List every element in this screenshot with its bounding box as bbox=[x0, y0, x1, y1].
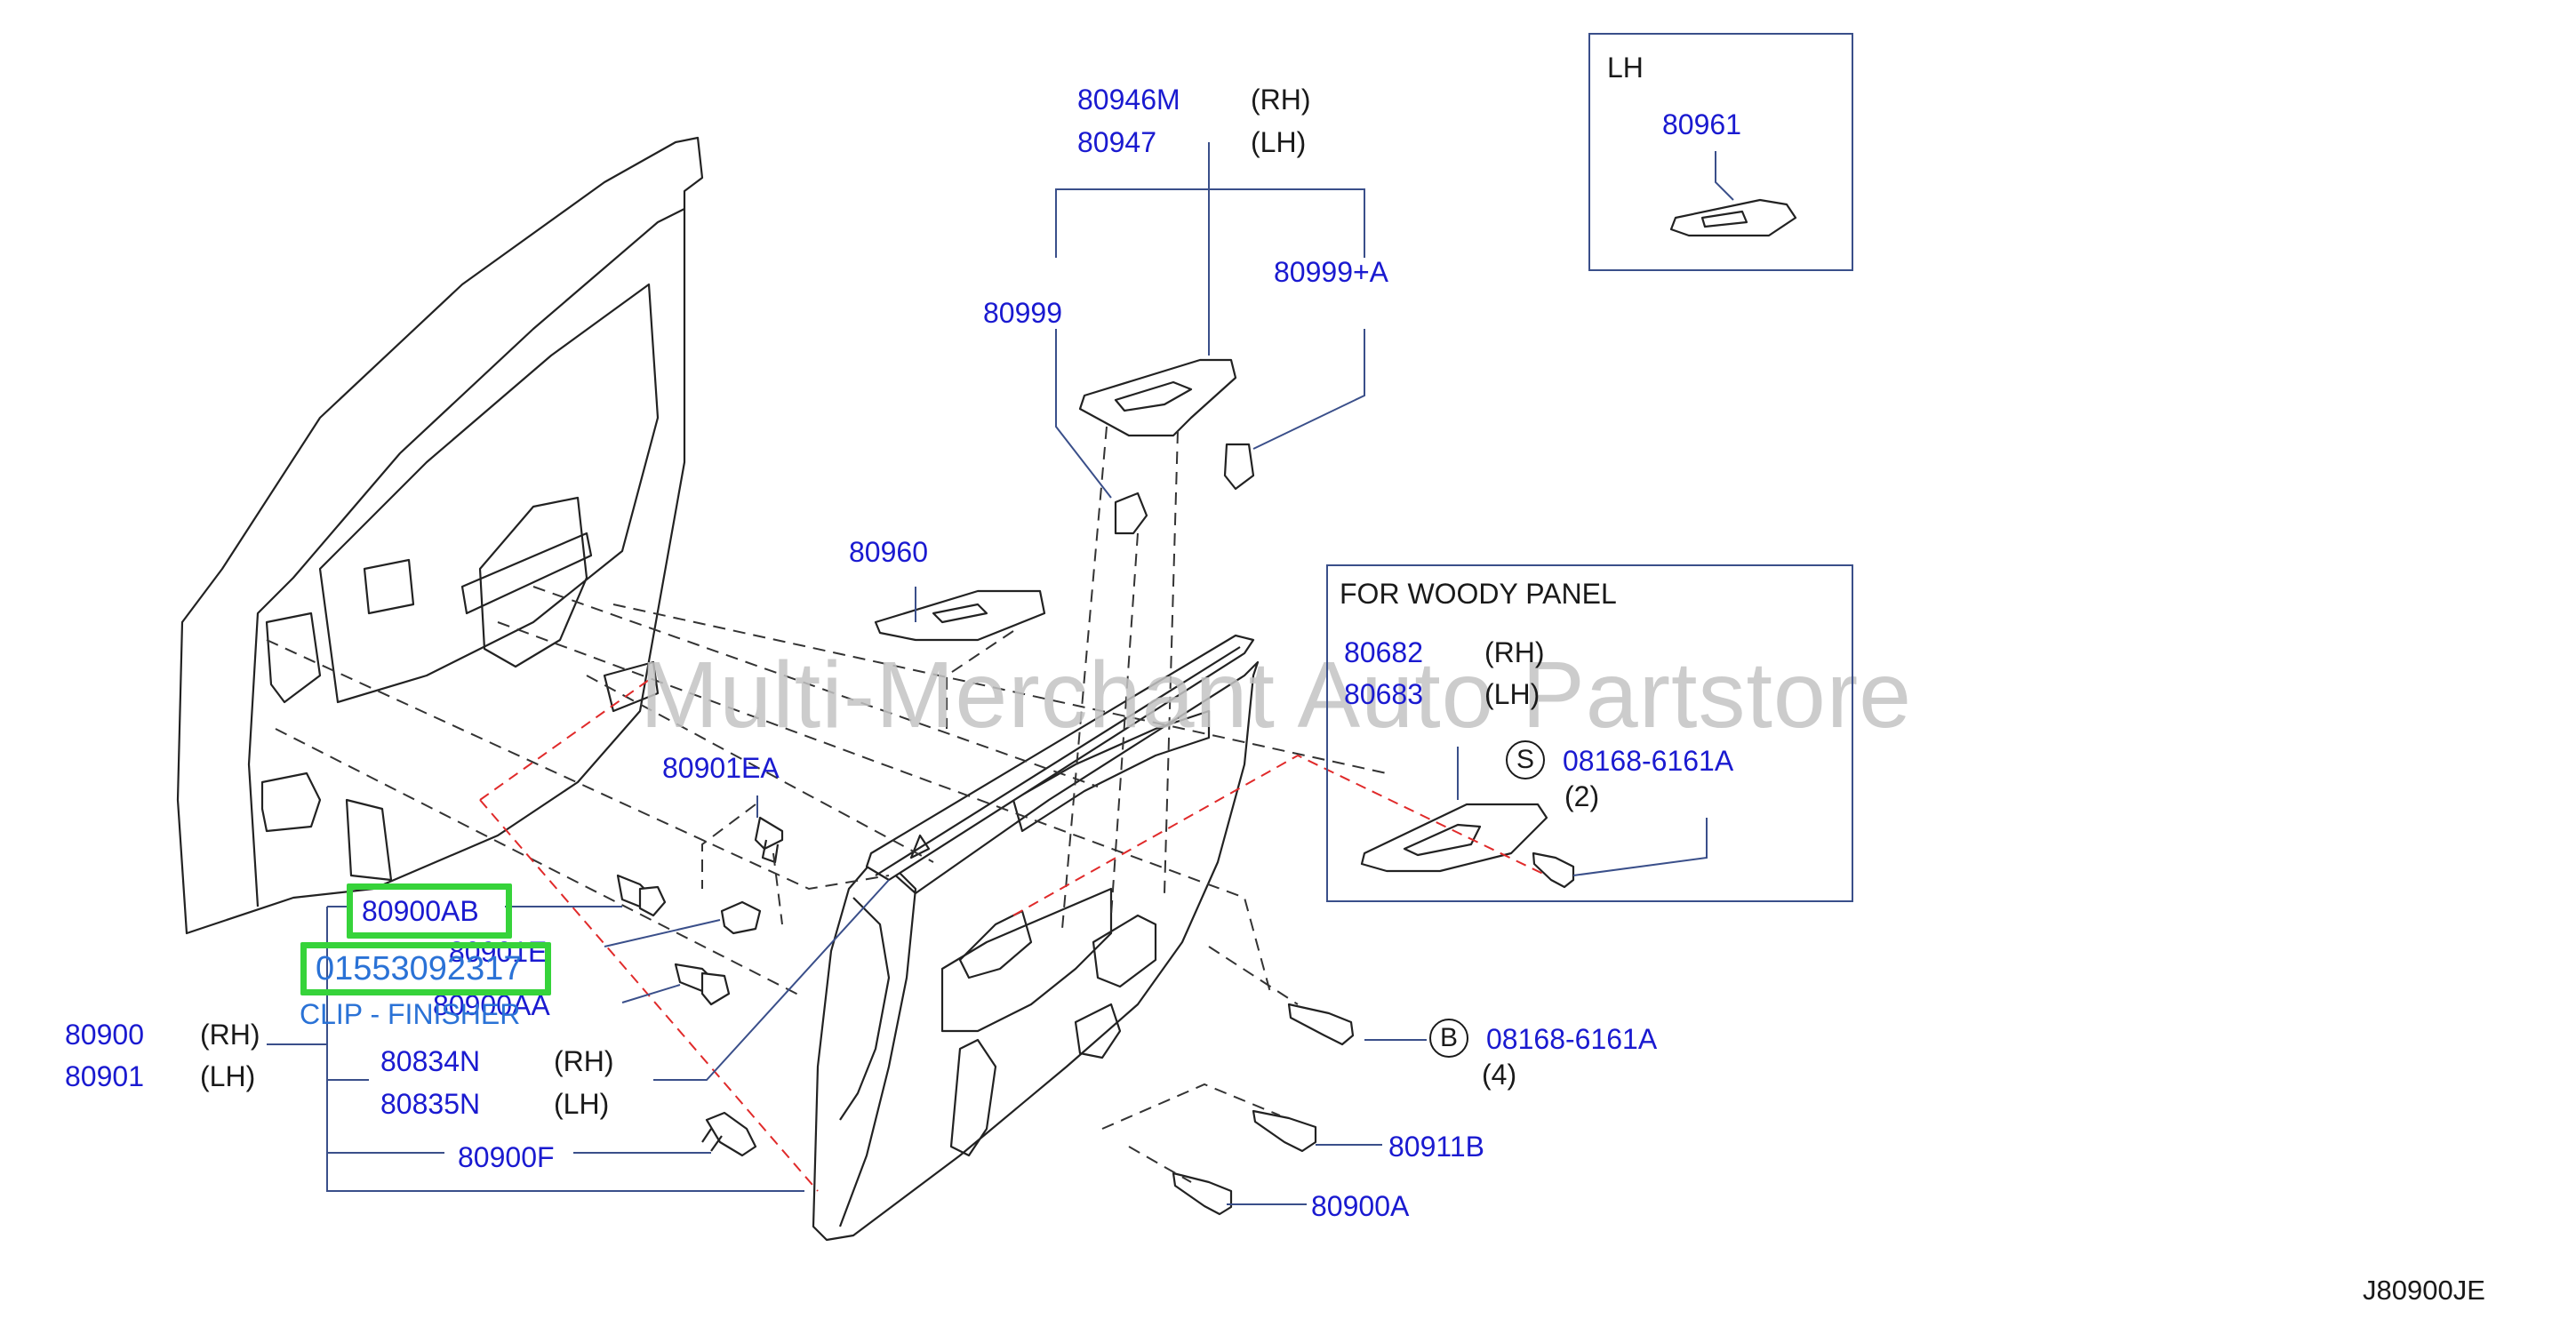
part-08168-6161a-s[interactable]: 08168-6161A bbox=[1563, 745, 1734, 777]
overlay-part-number[interactable]: 01553092317 bbox=[316, 950, 523, 987]
side-lh-80901: (LH) bbox=[200, 1060, 256, 1092]
overlay-description: CLIP - FINISHER bbox=[300, 998, 521, 1030]
part-80999-a[interactable]: 80999+A bbox=[1274, 256, 1389, 288]
part-80900ab[interactable]: 80900AB bbox=[362, 895, 479, 927]
part-80682[interactable]: 80682 bbox=[1344, 636, 1423, 668]
side-lh-80947: (LH) bbox=[1251, 126, 1307, 158]
inset-woody-title: FOR WOODY PANEL bbox=[1340, 578, 1617, 610]
callout-b: B bbox=[1429, 1019, 1468, 1058]
highlight-box-clip-finisher bbox=[300, 942, 551, 995]
finisher-drawings bbox=[874, 198, 1797, 873]
side-rh-80682: (RH) bbox=[1484, 636, 1545, 668]
part-80900a[interactable]: 80900A bbox=[1311, 1190, 1410, 1222]
door-trim-panel-drawing bbox=[812, 634, 1260, 1242]
part-08168-6161a-b[interactable]: 08168-6161A bbox=[1486, 1023, 1658, 1055]
side-lh-80835n: (LH) bbox=[554, 1088, 610, 1120]
dashed-guides bbox=[266, 426, 1548, 1192]
part-80960[interactable]: 80960 bbox=[849, 536, 928, 568]
door-frame-drawing bbox=[176, 136, 704, 935]
clip-drawings bbox=[616, 816, 1575, 1216]
leader-lines bbox=[267, 142, 1734, 1205]
part-80901ea[interactable]: 80901EA bbox=[662, 752, 780, 784]
diagram-code: J80900JE bbox=[2363, 1275, 2485, 1306]
callout-s: S bbox=[1506, 740, 1545, 779]
part-80961[interactable]: 80961 bbox=[1662, 108, 1741, 140]
part-80947[interactable]: 80947 bbox=[1077, 126, 1156, 158]
watermark-text: Multi-Merchant Auto Partstore bbox=[640, 643, 1913, 747]
side-rh-80900: (RH) bbox=[200, 1019, 260, 1051]
side-lh-80683: (LH) bbox=[1484, 678, 1540, 710]
part-80901[interactable]: 80901 bbox=[65, 1060, 144, 1092]
part-80835n[interactable]: 80835N bbox=[380, 1088, 481, 1120]
side-rh-80946m: (RH) bbox=[1251, 84, 1311, 116]
highlight-box-80900ab bbox=[347, 883, 512, 939]
part-80999[interactable]: 80999 bbox=[983, 297, 1062, 329]
side-rh-80834n: (RH) bbox=[554, 1045, 614, 1077]
part-80683[interactable]: 80683 bbox=[1344, 678, 1423, 710]
part-80900f[interactable]: 80900F bbox=[458, 1141, 555, 1173]
part-80946m[interactable]: 80946M bbox=[1077, 84, 1180, 116]
qty-s: (2) bbox=[1564, 780, 1600, 812]
part-80900aa[interactable]: 80900AA bbox=[433, 989, 550, 1021]
part-80911b[interactable]: 80911B bbox=[1388, 1131, 1484, 1163]
inset-lh-frame bbox=[1588, 33, 1853, 271]
inset-lh-title: LH bbox=[1607, 52, 1644, 84]
part-80834n[interactable]: 80834N bbox=[380, 1045, 481, 1077]
qty-b: (4) bbox=[1482, 1059, 1517, 1091]
inset-woody-panel-frame bbox=[1326, 564, 1853, 902]
part-80900[interactable]: 80900 bbox=[65, 1019, 144, 1051]
